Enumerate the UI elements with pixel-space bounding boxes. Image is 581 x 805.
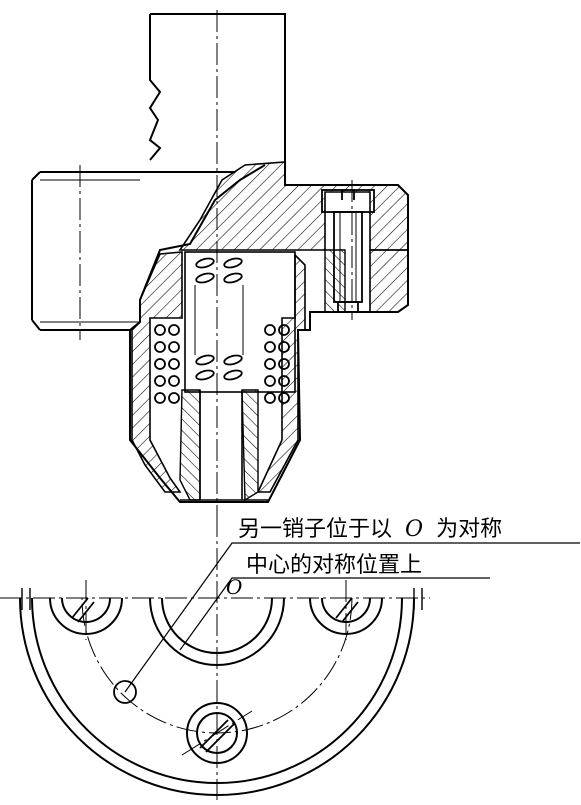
centerlines bbox=[79, 10, 353, 515]
plunger-bore bbox=[184, 251, 296, 393]
annotation-line1-symbol: O bbox=[405, 517, 423, 542]
center-symbol-o: O bbox=[226, 575, 242, 599]
plan-view bbox=[0, 515, 430, 800]
svg-text:另一销子位于以 O 为对称: 另一销子位于以 O 为对称 bbox=[238, 517, 502, 542]
upper-spring bbox=[194, 257, 244, 381]
screw bbox=[321, 189, 375, 313]
section-view bbox=[31, 10, 409, 515]
hatched-left-wall bbox=[131, 251, 183, 493]
hatched-right bbox=[369, 249, 409, 313]
hatched-inner-left bbox=[179, 389, 201, 501]
right-coil-spring bbox=[264, 324, 290, 404]
annotation-line1-prefix: 另一销子位于以 bbox=[238, 517, 392, 542]
annotation-text: 另一销子位于以 O 为对称 中心的对称位置上 O bbox=[226, 517, 502, 599]
hatched-inner-right bbox=[241, 389, 259, 502]
other-pin-hole bbox=[113, 680, 137, 704]
left-arm bbox=[31, 171, 235, 331]
left-coil-spring bbox=[154, 324, 180, 404]
annotation-leader bbox=[124, 542, 580, 693]
hatched-right-wall bbox=[256, 253, 306, 493]
annotation-line1-suffix: 为对称 bbox=[436, 517, 502, 542]
shaft-outline bbox=[148, 13, 286, 162]
annotation-line2: 中心的对称位置上 bbox=[246, 553, 422, 578]
